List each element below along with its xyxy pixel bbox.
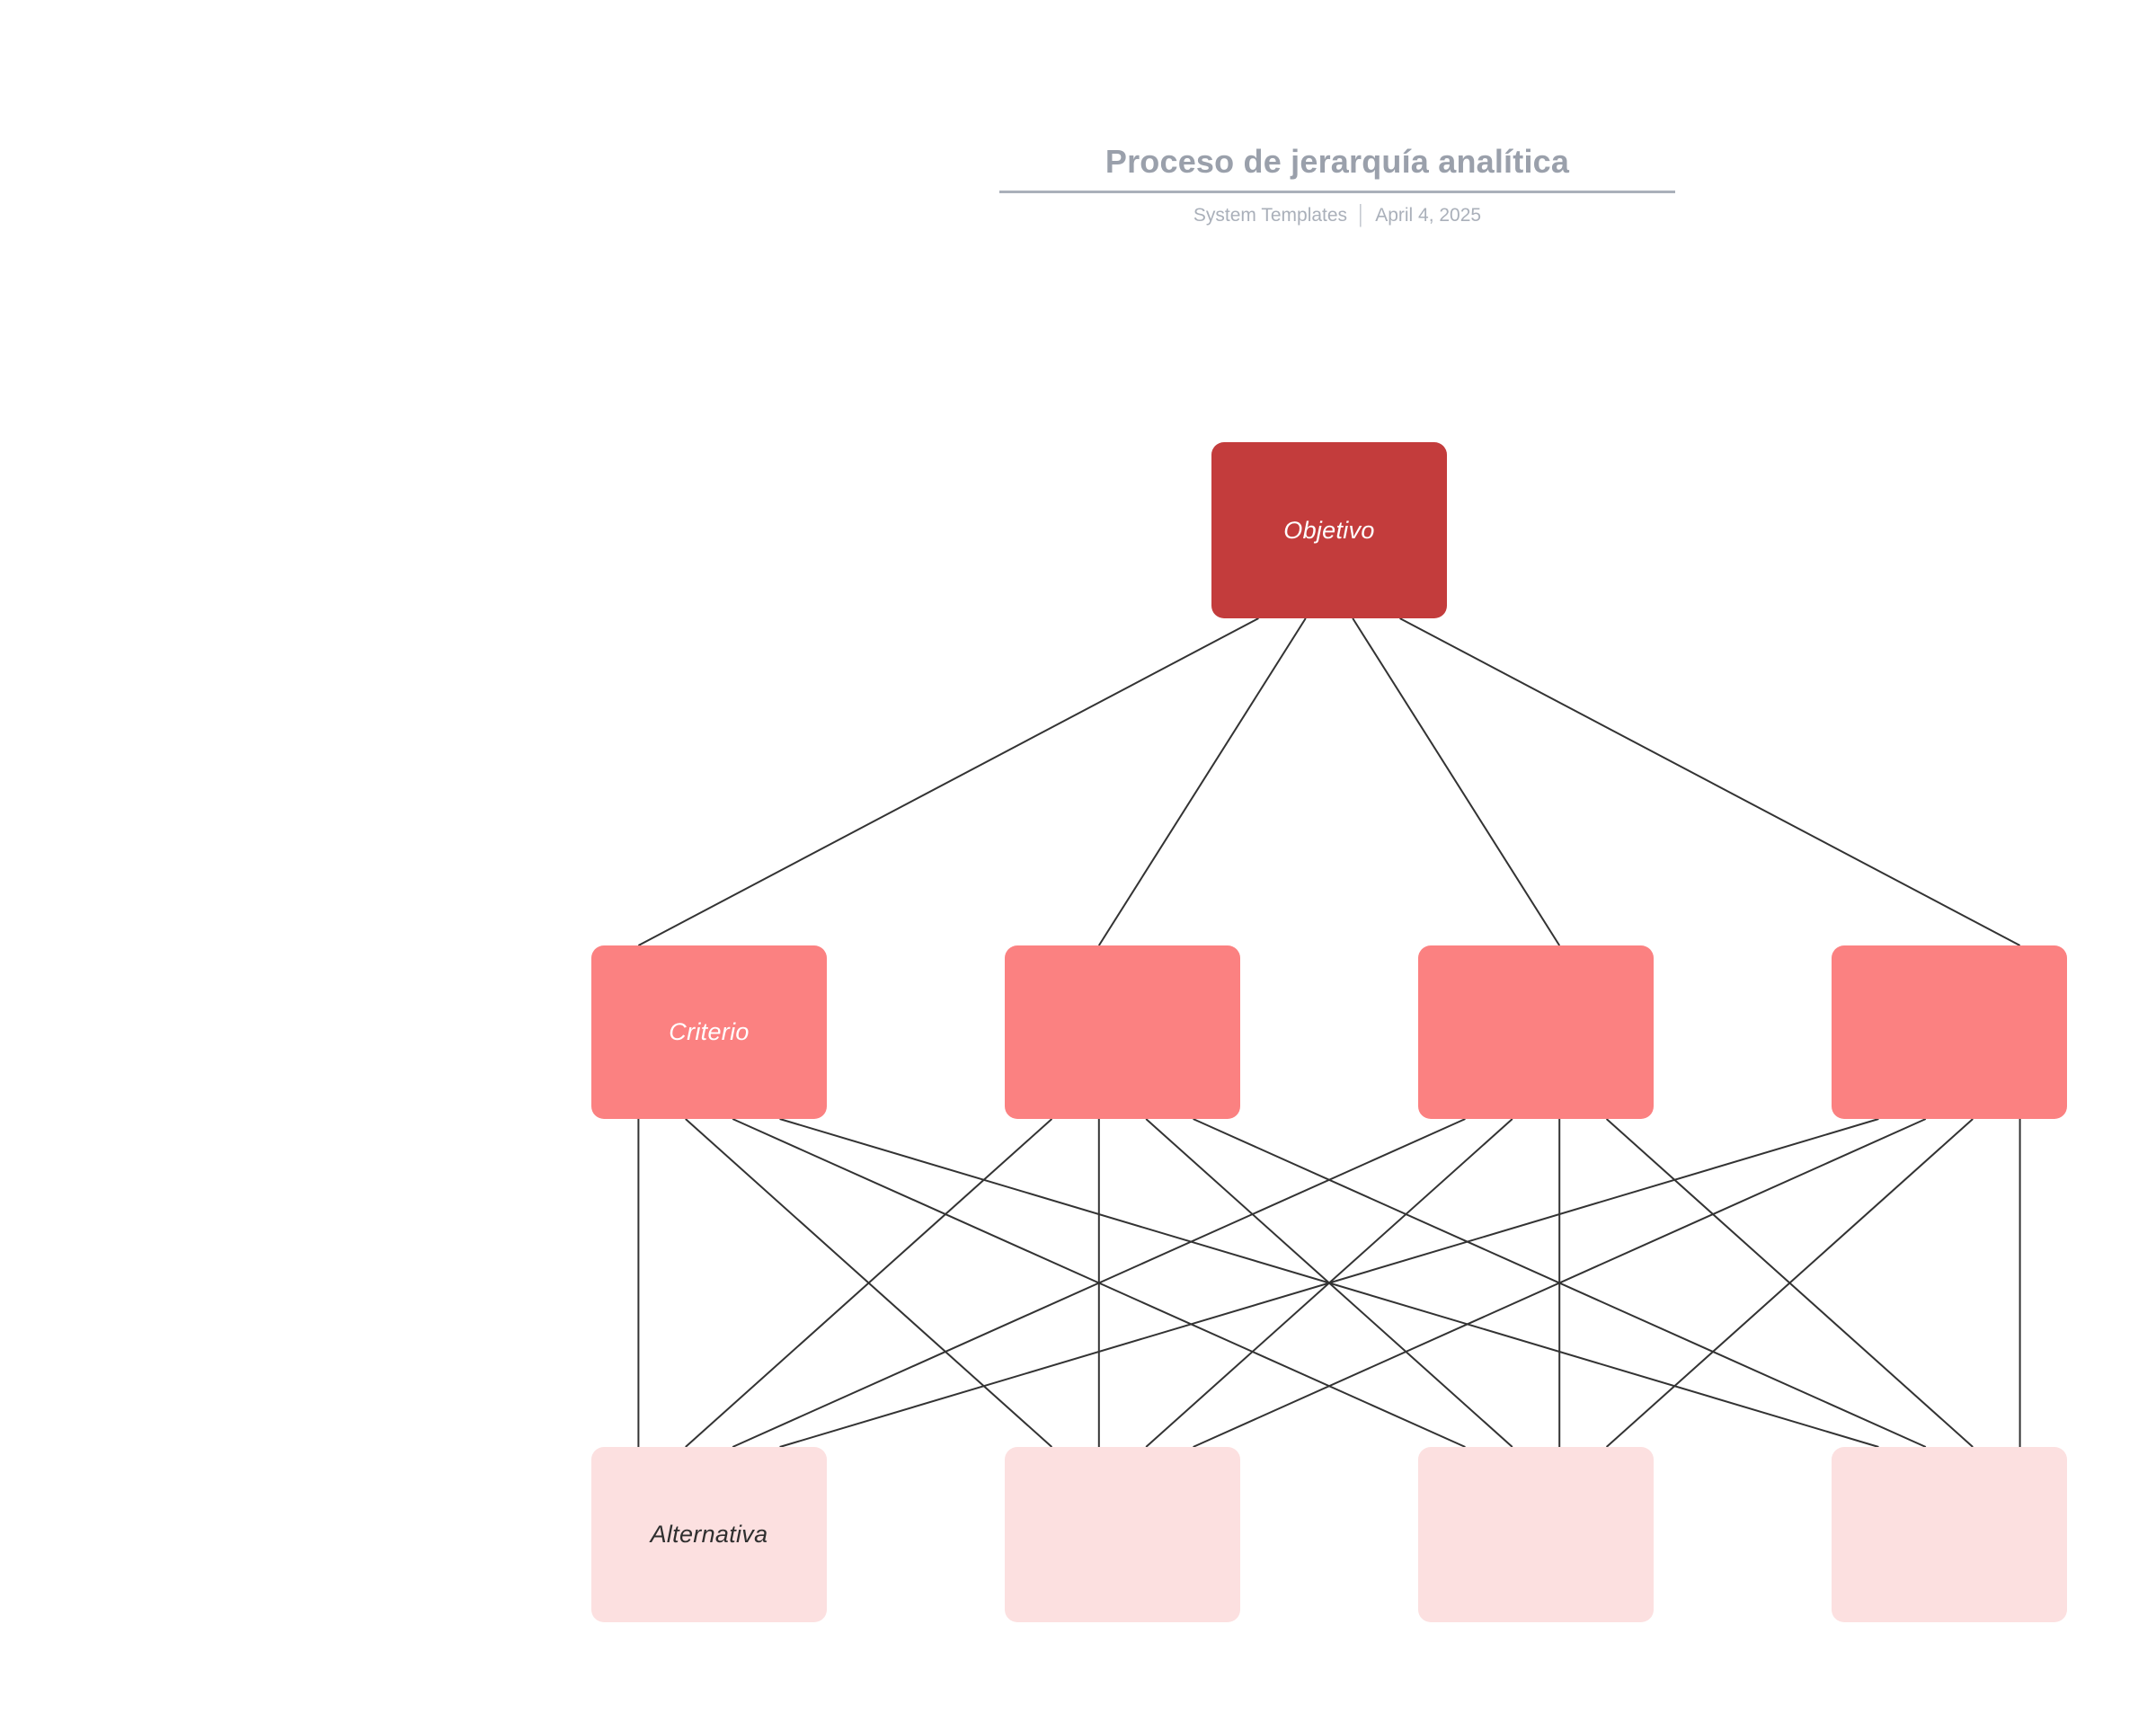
- node-criterion-4[interactable]: [1832, 945, 2067, 1119]
- edge-criterion-3-alternative-1: [732, 1118, 1466, 1448]
- edge-goal-criterion-1: [637, 617, 1259, 946]
- subtitle-separator: │: [1355, 205, 1368, 226]
- edge-criterion-2-alternative-4: [1193, 1118, 1927, 1448]
- edge-criterion-1-alternative-3: [732, 1118, 1466, 1448]
- edge-criterion-4-alternative-2: [1193, 1118, 1927, 1448]
- edge-criterion-3-alternative-2: [1145, 1118, 1513, 1448]
- node-label: Objetivo: [1283, 516, 1375, 544]
- subtitle-source: System Templates: [1193, 205, 1348, 226]
- edge-goal-criterion-4: [1399, 617, 2021, 946]
- edge-criterion-1-alternative-4: [779, 1118, 1879, 1448]
- edge-criterion-4-alternative-1: [779, 1118, 1879, 1448]
- edge-criterion-2-alternative-1: [685, 1118, 1053, 1448]
- node-criterion-3[interactable]: [1418, 945, 1654, 1119]
- edge-criterion-4-alternative-3: [1605, 1118, 1974, 1448]
- edge-goal-criterion-2: [1097, 617, 1307, 946]
- node-goal-1[interactable]: Objetivo: [1211, 442, 1447, 618]
- node-alternative-1[interactable]: Alternativa: [591, 1447, 827, 1622]
- page-subtitle: System Templates │ April 4, 2025: [998, 205, 1677, 226]
- node-alternative-3[interactable]: [1418, 1447, 1654, 1622]
- node-alternative-2[interactable]: [1005, 1447, 1240, 1622]
- edge-criterion-1-alternative-2: [685, 1118, 1053, 1448]
- node-label: Alternativa: [650, 1521, 768, 1548]
- node-alternative-4[interactable]: [1832, 1447, 2067, 1622]
- edge-goal-criterion-3: [1352, 617, 1561, 946]
- node-label: Criterio: [669, 1018, 750, 1045]
- subtitle-date: April 4, 2025: [1375, 205, 1482, 226]
- node-criterion-2[interactable]: [1005, 945, 1240, 1119]
- node-criterion-1[interactable]: Criterio: [591, 945, 827, 1119]
- edge-criterion-2-alternative-3: [1145, 1118, 1513, 1448]
- header-divider: [999, 191, 1675, 193]
- page-title: Proceso de jerarquía analítica: [1105, 143, 1570, 180]
- edge-criterion-3-alternative-4: [1605, 1118, 1974, 1448]
